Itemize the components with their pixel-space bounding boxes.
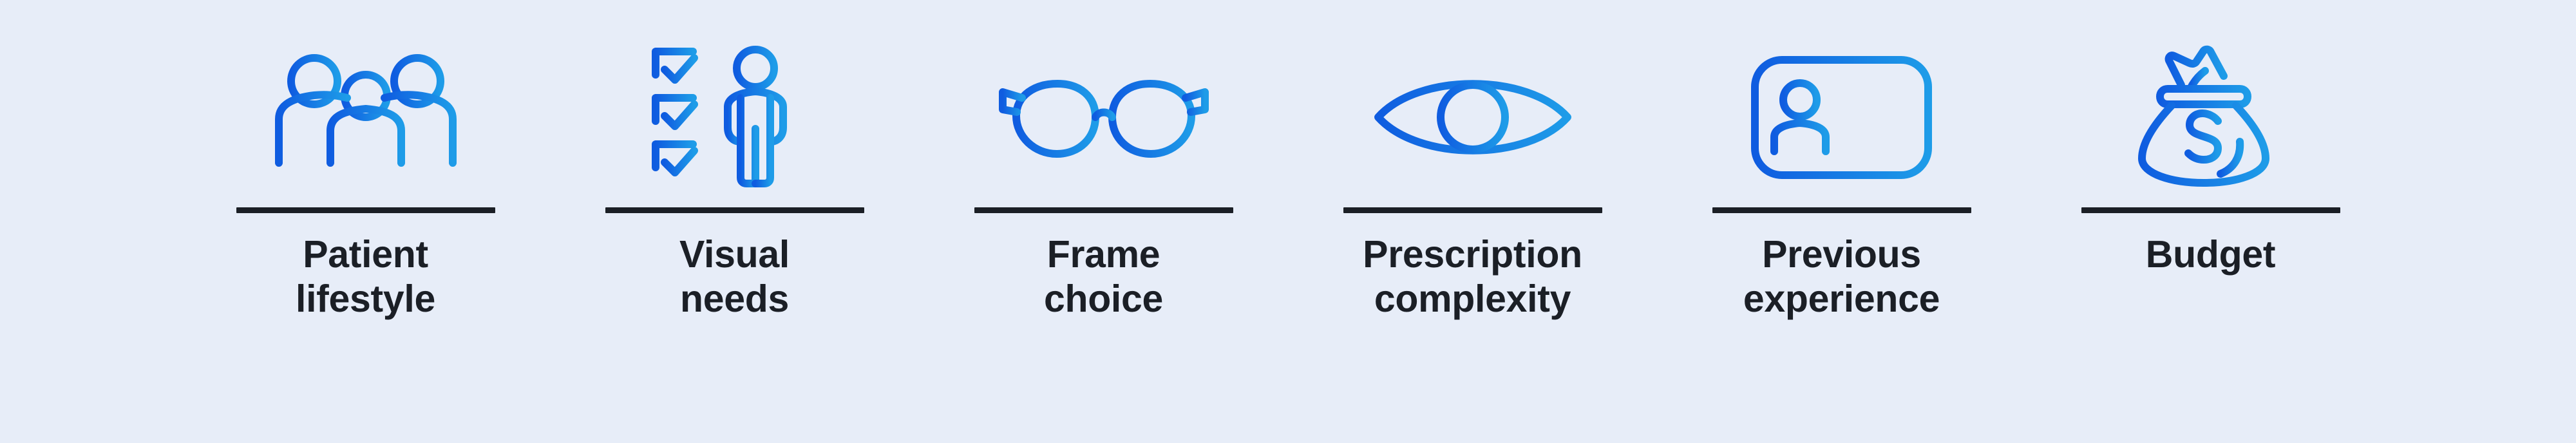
factor-card-frame-choice: Frame choice <box>919 0 1288 443</box>
divider <box>236 207 495 213</box>
factor-card-budget: Budget <box>2026 0 2395 443</box>
icon-slot <box>919 42 1288 192</box>
eye-icon <box>1374 79 1571 155</box>
factor-label: Budget <box>2145 233 2276 276</box>
money-bag-icon <box>2138 45 2269 187</box>
divider <box>974 207 1233 213</box>
divider <box>1712 207 1971 213</box>
factor-label: Frame choice <box>1043 233 1164 321</box>
factor-card-previous-experience: Previous experience <box>1657 0 2026 443</box>
factor-card-visual-needs: Visual needs <box>550 0 919 443</box>
factor-label: Prescription complexity <box>1363 233 1582 321</box>
factor-label: Visual needs <box>679 233 790 321</box>
factor-label: Previous experience <box>1743 233 1940 321</box>
icon-slot <box>1657 42 2026 192</box>
factor-card-patient-lifestyle: Patient lifestyle <box>181 0 550 443</box>
id-card-icon <box>1751 55 1932 179</box>
three-people-icon <box>274 53 457 167</box>
icon-slot <box>2026 42 2395 192</box>
divider <box>1343 207 1602 213</box>
checklist-person-icon <box>652 45 787 187</box>
factor-label: Patient lifestyle <box>295 233 436 321</box>
eyeglasses-icon <box>998 79 1209 158</box>
icon-slot <box>181 42 550 192</box>
icon-slot <box>550 42 919 192</box>
icon-slot <box>1288 42 1657 192</box>
divider <box>2081 207 2340 213</box>
divider <box>605 207 864 213</box>
factor-card-prescription-complexity: Prescription complexity <box>1288 0 1657 443</box>
